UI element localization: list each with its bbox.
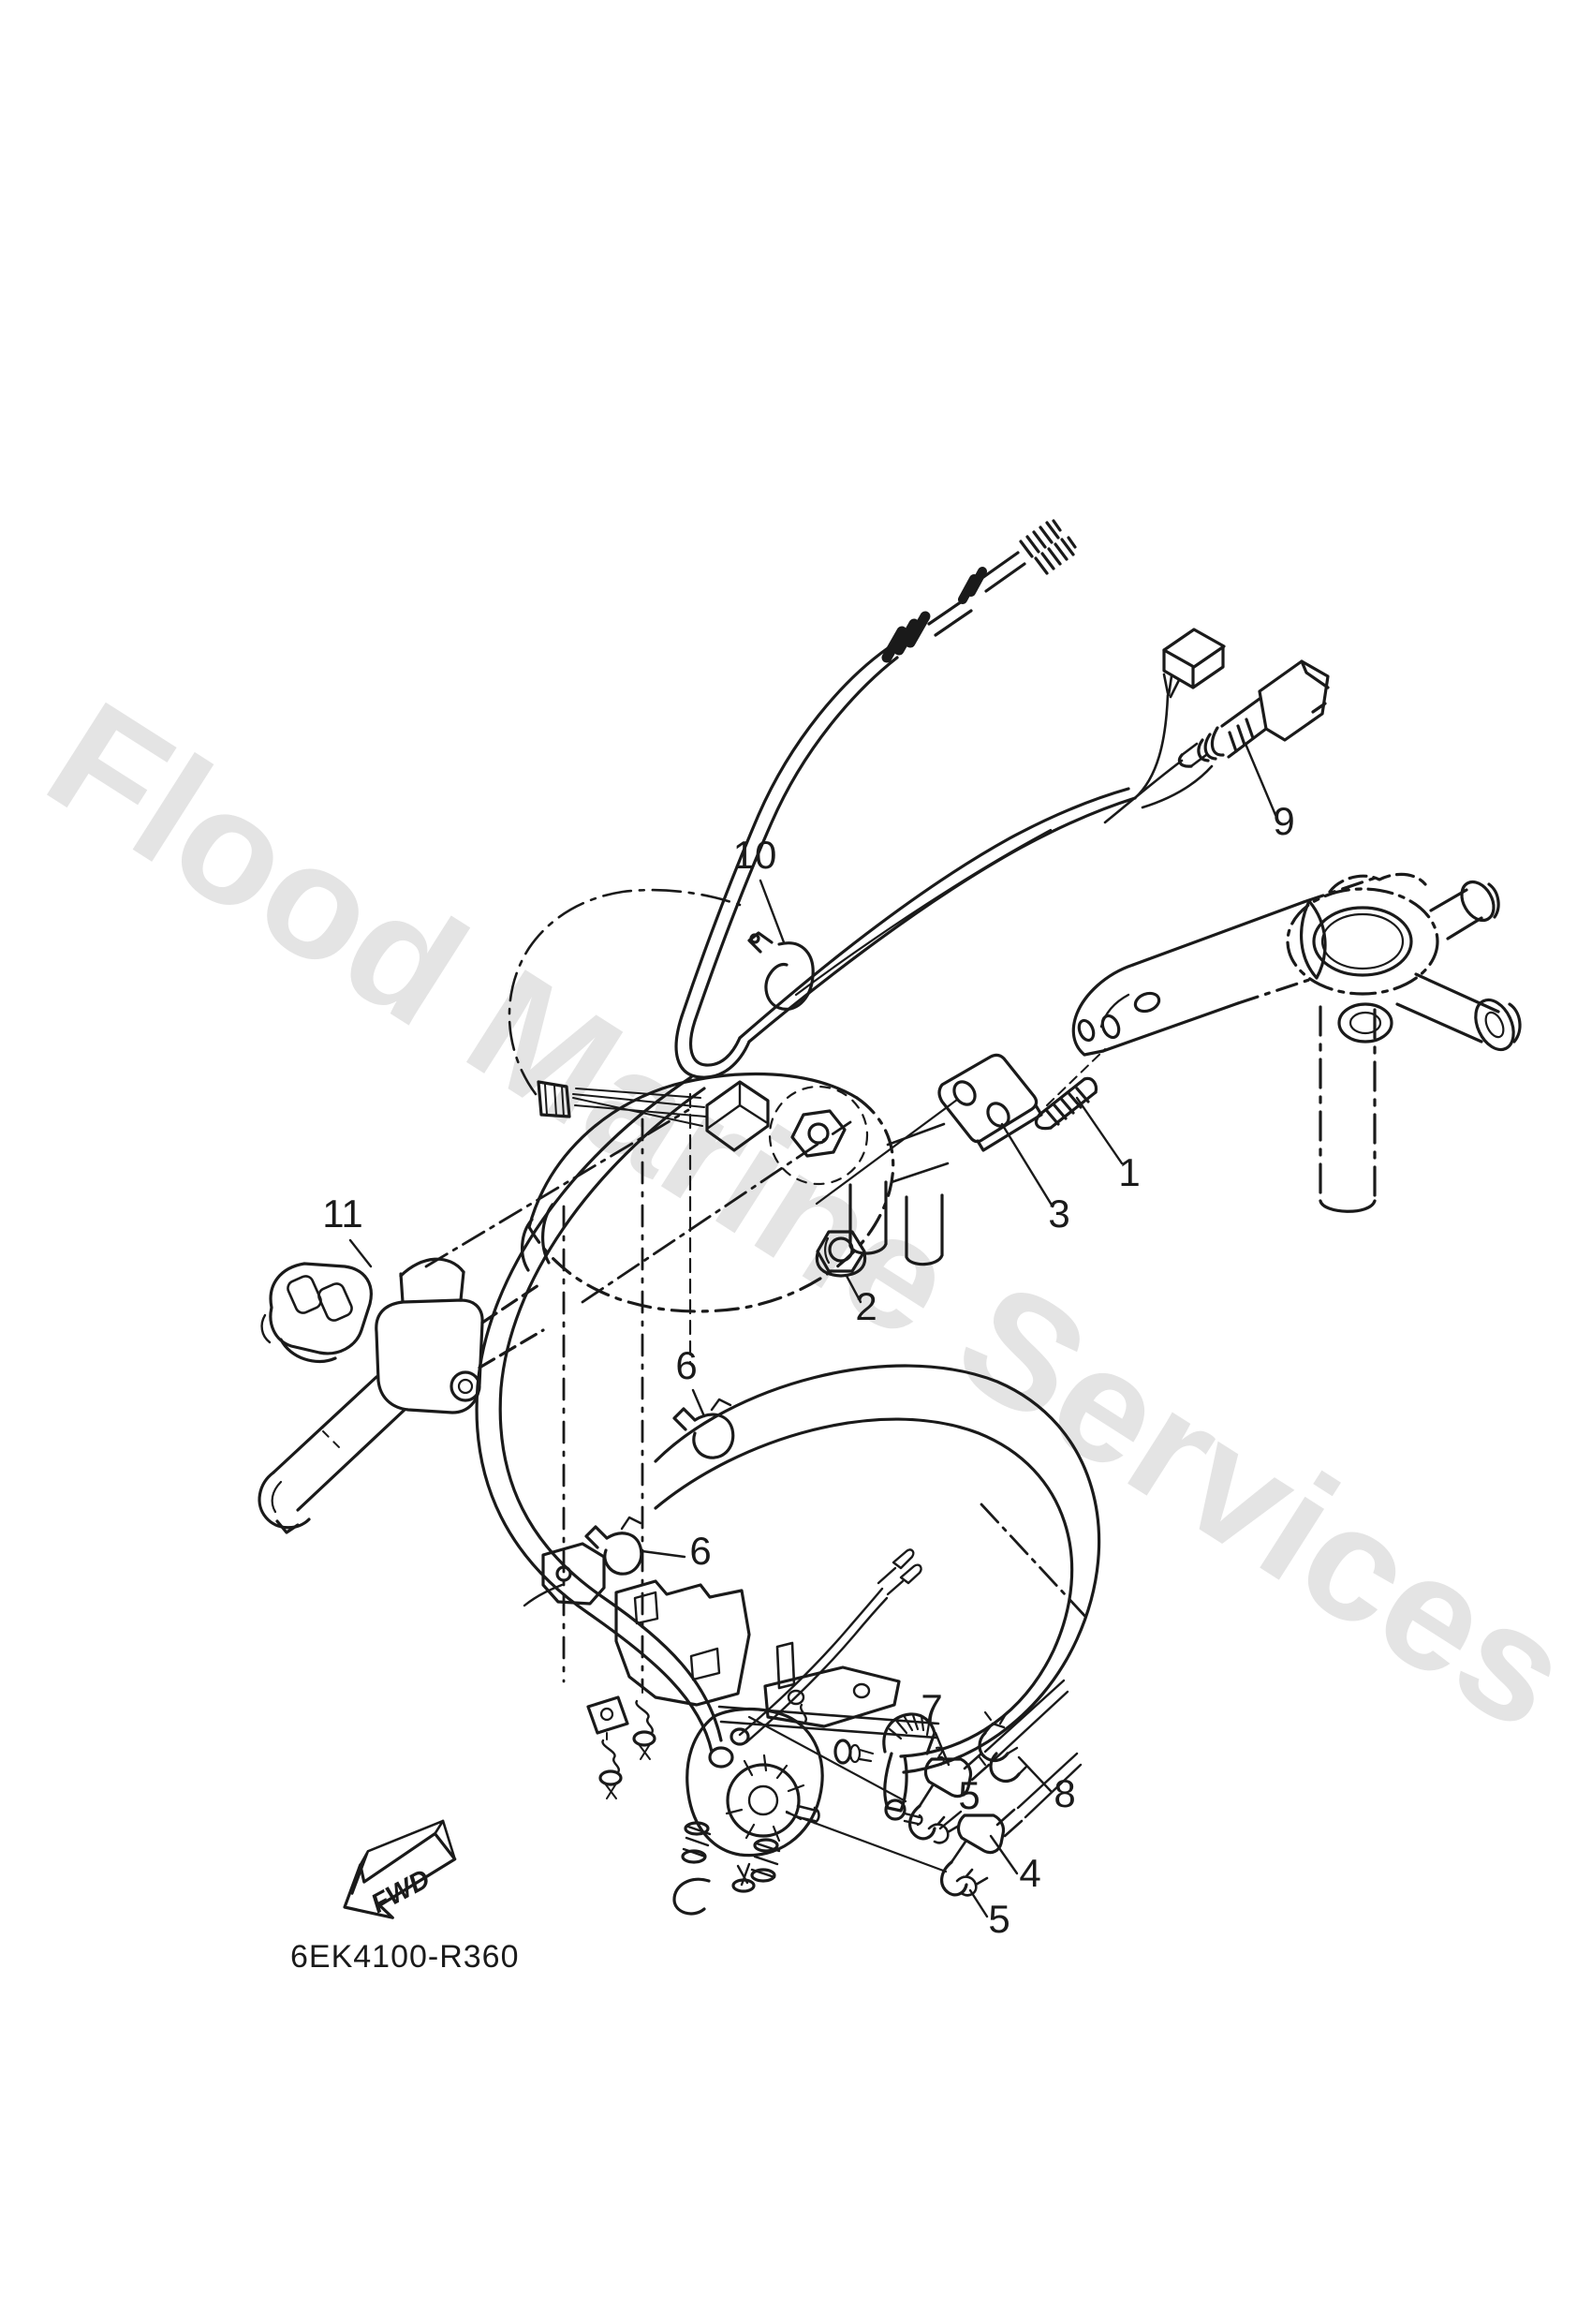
throttle-cam-assembly xyxy=(672,1641,948,1916)
callout-5a: 5 xyxy=(958,1773,980,1817)
cable-clamp-6-upper xyxy=(672,1398,735,1459)
cable-end-7 xyxy=(908,1679,1069,1841)
diagram-text: 1 2 3 4 5 5 6 6 7 8 9 10 11 FWD 6EK4100-… xyxy=(290,799,1295,1975)
steering-arm xyxy=(1046,875,1380,1106)
connector-block xyxy=(1162,628,1226,689)
lead-wire xyxy=(738,1548,922,1744)
watermark-text: Flood Marine Services xyxy=(19,668,1577,1764)
callout-6a: 6 xyxy=(675,1343,697,1387)
tiller-handle xyxy=(258,1257,545,1534)
steering-head xyxy=(521,1072,950,1313)
fwd-arrow-icon xyxy=(343,1819,457,1919)
lower-cable-run xyxy=(475,1075,723,1754)
callout-7: 7 xyxy=(921,1686,942,1730)
switch-pod xyxy=(260,1262,373,1364)
main-harness-connector xyxy=(1103,659,1330,824)
cable-clamp-10 xyxy=(747,931,815,1011)
cable-clamp-8 xyxy=(978,1710,1028,1784)
callout-6b: 6 xyxy=(689,1529,711,1573)
callout-8: 8 xyxy=(1054,1771,1075,1815)
callout-9: 9 xyxy=(1273,799,1294,843)
callout-2: 2 xyxy=(855,1284,877,1328)
mount-bracket-plate xyxy=(523,1542,751,1799)
clip-5-upper xyxy=(927,1815,961,1844)
throttle-shift-cables xyxy=(674,519,1137,1079)
callout-10: 10 xyxy=(733,833,777,877)
leader-lines xyxy=(348,742,1277,1918)
callout-3: 3 xyxy=(1048,1192,1069,1236)
cable-end-4 xyxy=(940,1752,1083,1897)
watermark: Flood Marine Services xyxy=(19,668,1577,1764)
drawing-code: 6EK4100-R360 xyxy=(290,1939,520,1975)
cable-clamp-6-lower xyxy=(584,1516,643,1576)
cable-loop xyxy=(654,1364,1101,1774)
callout-4: 4 xyxy=(1019,1851,1040,1895)
callout-5b: 5 xyxy=(988,1897,1010,1941)
swivel-bracket xyxy=(1286,872,1522,1052)
four-pin-connector xyxy=(508,888,770,1152)
steering-pivot-tube xyxy=(1319,1005,1377,1213)
callout-1: 1 xyxy=(1118,1150,1140,1194)
friction-plate xyxy=(815,1053,1043,1206)
adjusting-stud xyxy=(1034,1076,1098,1131)
clip-5-lower xyxy=(955,1868,989,1897)
callout-11: 11 xyxy=(322,1192,363,1236)
line-art xyxy=(258,519,1522,1919)
